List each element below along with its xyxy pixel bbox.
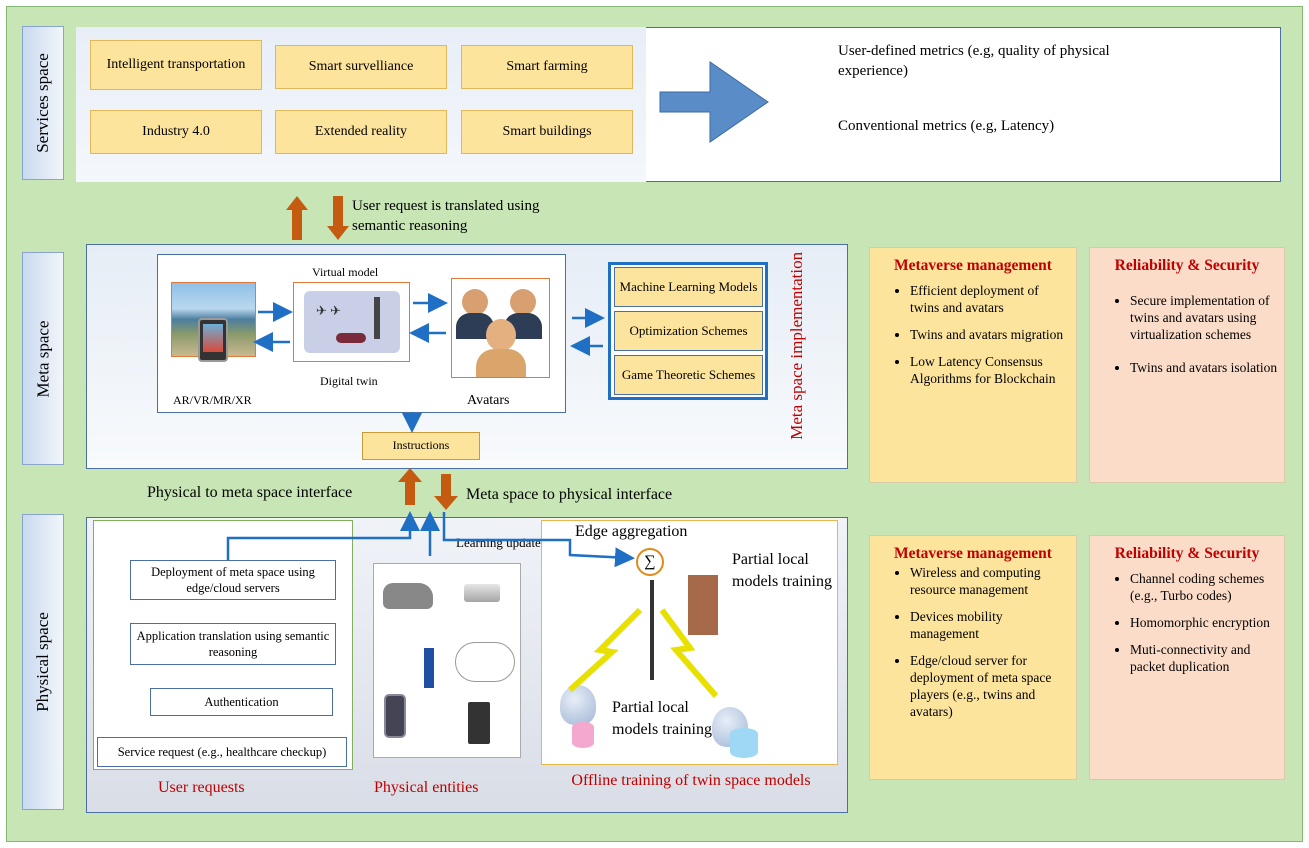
- cloud-icon: [455, 642, 515, 682]
- avatars-label: Avatars: [467, 393, 510, 408]
- avatar-icon-3: [486, 319, 516, 351]
- ar-vr-label: AR/VR/MR/XR: [173, 393, 252, 407]
- offline-training-label: Offline training of twin space models: [571, 772, 811, 789]
- flow-service-request: Service request (e.g., healthcare checku…: [97, 737, 347, 767]
- virtual-model-label: Virtual model: [312, 265, 379, 279]
- management-bottom-item: Wireless and computing resource manageme…: [910, 565, 1070, 599]
- security-top-title: Reliability & Security: [1114, 257, 1260, 274]
- ar-tablet-icon: [198, 318, 228, 362]
- reliability-security-bottom: Reliability & Security Channel coding sc…: [1089, 535, 1285, 780]
- metaverse-management-bottom: Metaverse management Wireless and comput…: [869, 535, 1077, 780]
- physical-entities-label: Physical entities: [374, 779, 479, 796]
- conventional-metrics: Conventional metrics (e.g, Latency): [838, 118, 1055, 134]
- service-industry-4: Industry 4.0: [90, 110, 262, 154]
- avatar-icon: [462, 289, 488, 315]
- user-device-icon: [560, 685, 596, 725]
- management-bottom-item: Devices mobility management: [910, 609, 1070, 643]
- flow-authentication: Authentication: [150, 688, 333, 716]
- partial-local-label-1: Partial local models training: [732, 551, 832, 590]
- database-icon: [572, 722, 594, 748]
- game-theory-box: Game Theoretic Schemes: [614, 355, 763, 395]
- user-defined-metrics: User-defined metrics (e.g, quality of ph…: [838, 43, 1110, 79]
- management-top-title: Metaverse management: [894, 257, 1052, 274]
- antenna-icon: [424, 648, 434, 688]
- service-smart-surveillance: Smart survelliance: [275, 45, 447, 89]
- physical-space-label: Physical space: [22, 514, 64, 810]
- service-intelligent-transportation: Intelligent transportation: [90, 40, 262, 90]
- security-top-item: Secure implementation of twins and avata…: [1130, 293, 1278, 344]
- phys-to-meta-label: Physical to meta space interface: [147, 484, 353, 501]
- car-icon: [336, 333, 366, 343]
- server-icon: [464, 584, 500, 602]
- meta-space-label: Meta space: [22, 252, 64, 465]
- partial-local-label-2: Partial local models training: [612, 699, 712, 738]
- security-top-item: Twins and avatars isolation: [1130, 360, 1278, 377]
- phone-icon: [384, 694, 406, 738]
- meta-implementation-label: Meta space implementation: [787, 252, 807, 440]
- service-smart-farming: Smart farming: [461, 45, 633, 89]
- learning-updates-label: Learning updates: [456, 535, 546, 550]
- management-top-item: Low Latency Consensus Algorithms for Blo…: [910, 354, 1070, 388]
- flow-deployment: Deployment of meta space using edge/clou…: [130, 560, 336, 600]
- car-icon: [383, 583, 433, 609]
- user-requests-label: User requests: [158, 779, 245, 796]
- physical-space-text: Physical space: [33, 612, 53, 712]
- edge-aggregation-label: Edge aggregation: [575, 523, 688, 540]
- security-bottom-item: Homomorphic encryption: [1130, 615, 1278, 632]
- security-bottom-item: Muti-connectivity and packet duplication: [1130, 642, 1278, 676]
- management-bottom-item: Edge/cloud server for deployment of meta…: [910, 653, 1070, 721]
- meta-to-phys-label: Meta space to physical interface: [466, 486, 673, 503]
- metaverse-management-top: Metaverse management Efficient deploymen…: [869, 247, 1077, 483]
- services-space-label: Services space: [22, 26, 64, 180]
- sigma-icon: ∑: [636, 548, 664, 576]
- security-bottom-title: Reliability & Security: [1114, 545, 1260, 562]
- digital-twin-image: ✈ ✈: [293, 282, 410, 362]
- avatars-image: [451, 278, 550, 378]
- tower-pc-icon: [468, 702, 490, 744]
- ml-models-box: Machine Learning Models: [614, 267, 763, 307]
- instructions-box: Instructions: [362, 432, 480, 460]
- tower-icon: [374, 297, 380, 339]
- base-station-icon: [650, 580, 654, 680]
- management-top-item: Twins and avatars migration: [910, 327, 1070, 344]
- management-top-item: Efficient deployment of twins and avatar…: [910, 283, 1070, 317]
- service-smart-buildings: Smart buildings: [461, 110, 633, 154]
- service-extended-reality: Extended reality: [275, 110, 447, 154]
- management-bottom-title: Metaverse management: [894, 545, 1052, 562]
- drone-icon: ✈ ✈: [316, 303, 342, 318]
- optimization-box: Optimization Schemes: [614, 311, 763, 351]
- security-bottom-item: Channel coding schemes (e.g., Turbo code…: [1130, 571, 1278, 605]
- database-icon-2: [730, 728, 758, 758]
- building-icon: [688, 575, 718, 635]
- flow-app-translation: Application translation using semantic r…: [130, 623, 336, 665]
- avatar-icon-2: [510, 289, 536, 315]
- meta-space-text: Meta space: [33, 320, 52, 397]
- reliability-security-top: Reliability & Security Secure implementa…: [1089, 247, 1285, 483]
- services-space-text: Services space: [33, 53, 52, 153]
- digital-twin-label: Digital twin: [320, 374, 378, 388]
- user-request-note: User request is translated using semanti…: [352, 198, 540, 235]
- ar-photo-image: [171, 282, 256, 362]
